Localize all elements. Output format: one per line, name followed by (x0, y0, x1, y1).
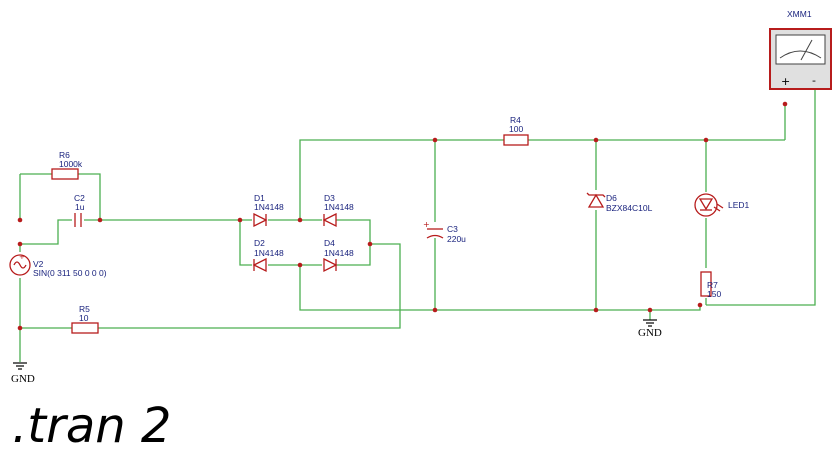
capacitor-c2[interactable]: C2 1u (74, 193, 85, 227)
junction-dots (17, 81, 818, 331)
junction-dot (297, 217, 303, 223)
v2-value: SIN(0 311 50 0 0 0) (33, 268, 107, 278)
diode-d1[interactable]: D1 1N4148 (253, 193, 284, 228)
zener-diode-d6[interactable]: D6 BZX84C10L (586, 192, 653, 213)
r5-value: 10 (79, 313, 89, 323)
junction-dot (593, 307, 599, 313)
d3-value: 1N4148 (324, 202, 354, 212)
c2-value: 1u (75, 202, 85, 212)
resistor-r6[interactable]: R6 1000k (51, 150, 83, 180)
diode-d2[interactable]: D2 1N4148 (252, 238, 284, 273)
d4-value: 1N4148 (324, 248, 354, 258)
simulation-directive: .tran 2 (12, 398, 171, 454)
d1-ref: D1 (254, 193, 265, 203)
diode-d3[interactable]: D3 1N4148 (322, 193, 354, 228)
voltage-source-v2[interactable]: + V2 SIN(0 311 50 0 0 0) (9, 253, 107, 278)
d3-ref: D3 (324, 193, 335, 203)
c2-ref: C2 (74, 193, 85, 203)
resistor-r7[interactable]: R7 150 (700, 271, 721, 299)
gnd-label: GND (638, 327, 662, 339)
diode-d4[interactable]: D4 1N4148 (323, 238, 354, 273)
junction-dot (703, 137, 709, 143)
junction-dot (97, 217, 103, 223)
resistor-body (71, 322, 99, 334)
junction-dot (647, 307, 653, 313)
d6-value: BZX84C10L (606, 203, 653, 213)
v2-ref: V2 (33, 259, 44, 269)
junction-dot (367, 241, 373, 247)
led-led1[interactable]: LED1 (694, 193, 750, 217)
multimeter-xmm1[interactable]: XMM1 + - (769, 9, 832, 90)
resistor-body (503, 134, 529, 146)
wires (19, 84, 816, 362)
junction-dot (697, 302, 703, 308)
junction-dot (593, 137, 599, 143)
led-icon (694, 193, 718, 217)
junction-dot (782, 101, 788, 107)
plus-terminal-label: + (781, 75, 790, 88)
r5-ref: R5 (79, 304, 90, 314)
junction-dot (297, 262, 303, 268)
resistor-body (700, 271, 712, 297)
r6-ref: R6 (59, 150, 70, 160)
ground-left: GND (11, 362, 35, 385)
c3-ref: C3 (447, 224, 458, 234)
svg-text:+: + (19, 253, 25, 261)
d2-value: 1N4148 (254, 248, 284, 258)
r7-value: 150 (707, 289, 721, 299)
c3-value: 220u (447, 234, 466, 244)
led1-ref: LED1 (728, 200, 750, 210)
xmm1-ref: XMM1 (787, 9, 812, 19)
r4-ref: R4 (510, 115, 521, 125)
gnd-label: GND (11, 373, 35, 385)
junction-dot (17, 217, 23, 223)
r7-ref: R7 (707, 280, 718, 290)
junction-dot (432, 307, 438, 313)
resistor-r4[interactable]: R4 100 (503, 115, 529, 146)
resistor-body (51, 168, 79, 180)
meter-dial-icon (775, 34, 826, 65)
junction-dot (237, 217, 243, 223)
r6-value: 1000k (59, 159, 83, 169)
r4-value: 100 (509, 124, 523, 134)
minus-terminal-label: - (812, 74, 816, 87)
svg-text:+: + (423, 220, 430, 229)
junction-dot (17, 241, 23, 247)
resistor-r5[interactable]: R5 10 (71, 304, 99, 334)
d1-value: 1N4148 (254, 202, 284, 212)
d4-ref: D4 (324, 238, 335, 248)
junction-dot (17, 325, 23, 331)
d2-ref: D2 (254, 238, 265, 248)
junction-dot (432, 137, 438, 143)
ground-right: GND (638, 319, 662, 339)
sine-source-icon (9, 254, 31, 276)
capacitor-c3[interactable]: + C3 220u (423, 220, 466, 244)
d6-ref: D6 (606, 193, 617, 203)
